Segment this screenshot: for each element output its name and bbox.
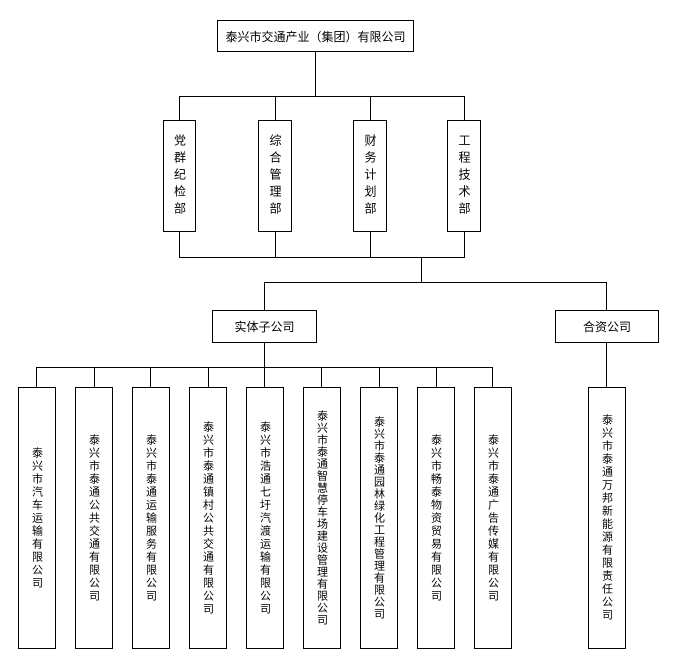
root-node: 泰兴市交通产业（集团）有限公司 [217, 20, 414, 52]
connector-line [208, 367, 209, 387]
subsidiary-node: 泰兴市泰通镇村公共交通有限公司 [189, 387, 227, 649]
subsidiary-label: 泰兴市畅泰物资贸易有限公司 [429, 433, 443, 603]
subsidiary-label: 泰兴市泰通运输服务有限公司 [144, 433, 158, 603]
entity-group-node: 实体子公司 [212, 310, 317, 343]
connector-line [275, 96, 276, 120]
subsidiary-node: 泰兴市泰通园林绿化工程管理有限公司 [360, 387, 398, 649]
subsidiary-label: 泰兴市汽车运输有限公司 [30, 446, 44, 590]
connector-line [150, 367, 151, 387]
connector-line [606, 282, 607, 310]
connector-line [464, 232, 465, 257]
department-node-finance: 财务计划部 [353, 120, 387, 232]
subsidiary-node: 泰兴市畅泰物资贸易有限公司 [417, 387, 455, 649]
connector-line [179, 96, 180, 120]
subsidiary-node: 泰兴市泰通广告传媒有限公司 [474, 387, 512, 649]
connector-line [606, 343, 607, 387]
connector-line [275, 232, 276, 257]
connector-line [94, 367, 95, 387]
subsidiary-label: 泰兴市泰通公共交通有限公司 [87, 433, 101, 603]
department-label: 财务计划部 [363, 133, 377, 219]
subsidiary-node: 泰兴市泰通公共交通有限公司 [75, 387, 113, 649]
jv-subsidiary-node: 泰兴市泰通万邦新能源有限责任公司 [588, 387, 626, 649]
connector-line [436, 367, 437, 387]
connector-line [379, 367, 380, 387]
connector-line [264, 343, 265, 367]
subsidiary-label: 泰兴市泰通镇村公共交通有限公司 [201, 420, 215, 616]
connector-line [264, 282, 265, 310]
subsidiary-label: 泰兴市泰通广告传媒有限公司 [486, 433, 500, 603]
department-label: 党群纪检部 [172, 133, 187, 219]
jv-group-label: 合资公司 [582, 320, 631, 334]
subsidiary-label: 泰兴市泰通园林绿化工程管理有限公司 [372, 416, 386, 620]
department-node-party: 党群纪检部 [163, 120, 196, 232]
subsidiary-label: 泰兴市浩通七圩汽渡运输有限公司 [258, 420, 272, 616]
connector-line [421, 257, 422, 282]
subsidiary-label: 泰兴市泰通智慧停车场建设管理有限公司 [315, 410, 329, 626]
connector-line [36, 367, 37, 387]
department-label: 综合管理部 [268, 133, 282, 219]
department-node-engineering: 工程技术部 [447, 120, 481, 232]
connector-line [264, 367, 265, 387]
subsidiary-node: 泰兴市泰通智慧停车场建设管理有限公司 [303, 387, 341, 649]
connector-line [264, 282, 607, 283]
subsidiary-node: 泰兴市浩通七圩汽渡运输有限公司 [246, 387, 284, 649]
connector-line [464, 96, 465, 120]
department-label: 工程技术部 [457, 133, 471, 219]
connector-line [370, 96, 371, 120]
root-node-label: 泰兴市交通产业（集团）有限公司 [225, 29, 406, 44]
entity-group-label: 实体子公司 [234, 320, 295, 334]
jv-group-node: 合资公司 [555, 310, 659, 343]
connector-line [321, 367, 322, 387]
subsidiary-node: 泰兴市泰通运输服务有限公司 [132, 387, 170, 649]
connector-line [179, 257, 465, 258]
connector-line [179, 232, 180, 257]
jv-subsidiary-label: 泰兴市泰通万邦新能源有限责任公司 [600, 414, 614, 622]
connector-line [370, 232, 371, 257]
connector-line [315, 52, 316, 96]
connector-line [492, 367, 493, 387]
department-node-general: 综合管理部 [258, 120, 292, 232]
subsidiary-node: 泰兴市汽车运输有限公司 [18, 387, 56, 649]
connector-line [179, 96, 465, 97]
